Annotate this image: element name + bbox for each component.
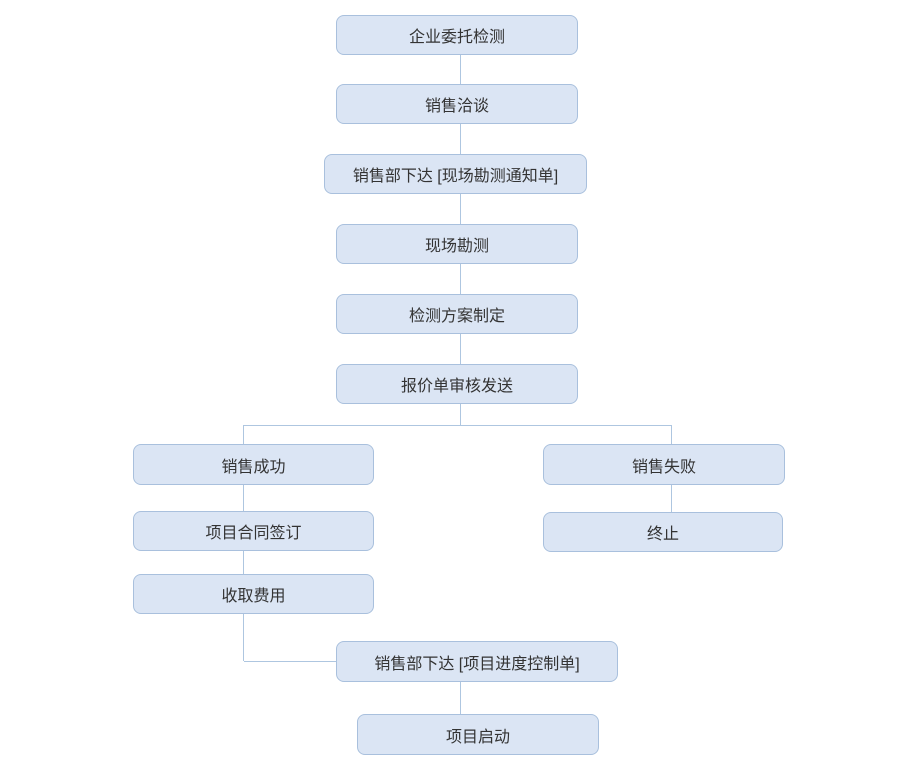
connector-n9-n11 [243,551,244,574]
connector-branch-stem [460,404,461,426]
flow-node-sales-dept-progress-control: 销售部下达 [项目进度控制单] [336,641,618,682]
connector-branch-left-drop [243,426,244,444]
connector-n4-n5 [460,264,461,294]
connector-n7-n9 [243,485,244,511]
connector-n11-elbow-horizontal [244,661,336,662]
connector-n8-n10 [671,485,672,512]
flow-node-sales-negotiation: 销售洽谈 [336,84,578,124]
flow-node-terminate: 终止 [543,512,783,552]
connector-n11-elbow-vertical [243,614,244,661]
flow-node-enterprise-entrusted-testing: 企业委托检测 [336,15,578,55]
flow-node-project-launch: 项目启动 [357,714,599,755]
flow-node-testing-plan-formulation: 检测方案制定 [336,294,578,334]
connector-n2-n3 [460,124,461,154]
connector-n1-n2 [460,55,461,84]
connector-branch-bar [243,425,672,426]
connector-branch-right-drop [671,426,672,444]
flow-node-sales-failure: 销售失败 [543,444,785,485]
connector-n12-n13 [460,682,461,714]
flow-node-project-contract-signing: 项目合同签订 [133,511,374,551]
connector-n5-n6 [460,334,461,364]
flow-node-quotation-review-send: 报价单审核发送 [336,364,578,404]
connector-n3-n4 [460,194,461,224]
flow-node-site-survey: 现场勘测 [336,224,578,264]
flow-node-fee-collection: 收取费用 [133,574,374,614]
flow-node-sales-success: 销售成功 [133,444,374,485]
flow-node-sales-dept-site-survey-notice: 销售部下达 [现场勘测通知单] [324,154,587,194]
